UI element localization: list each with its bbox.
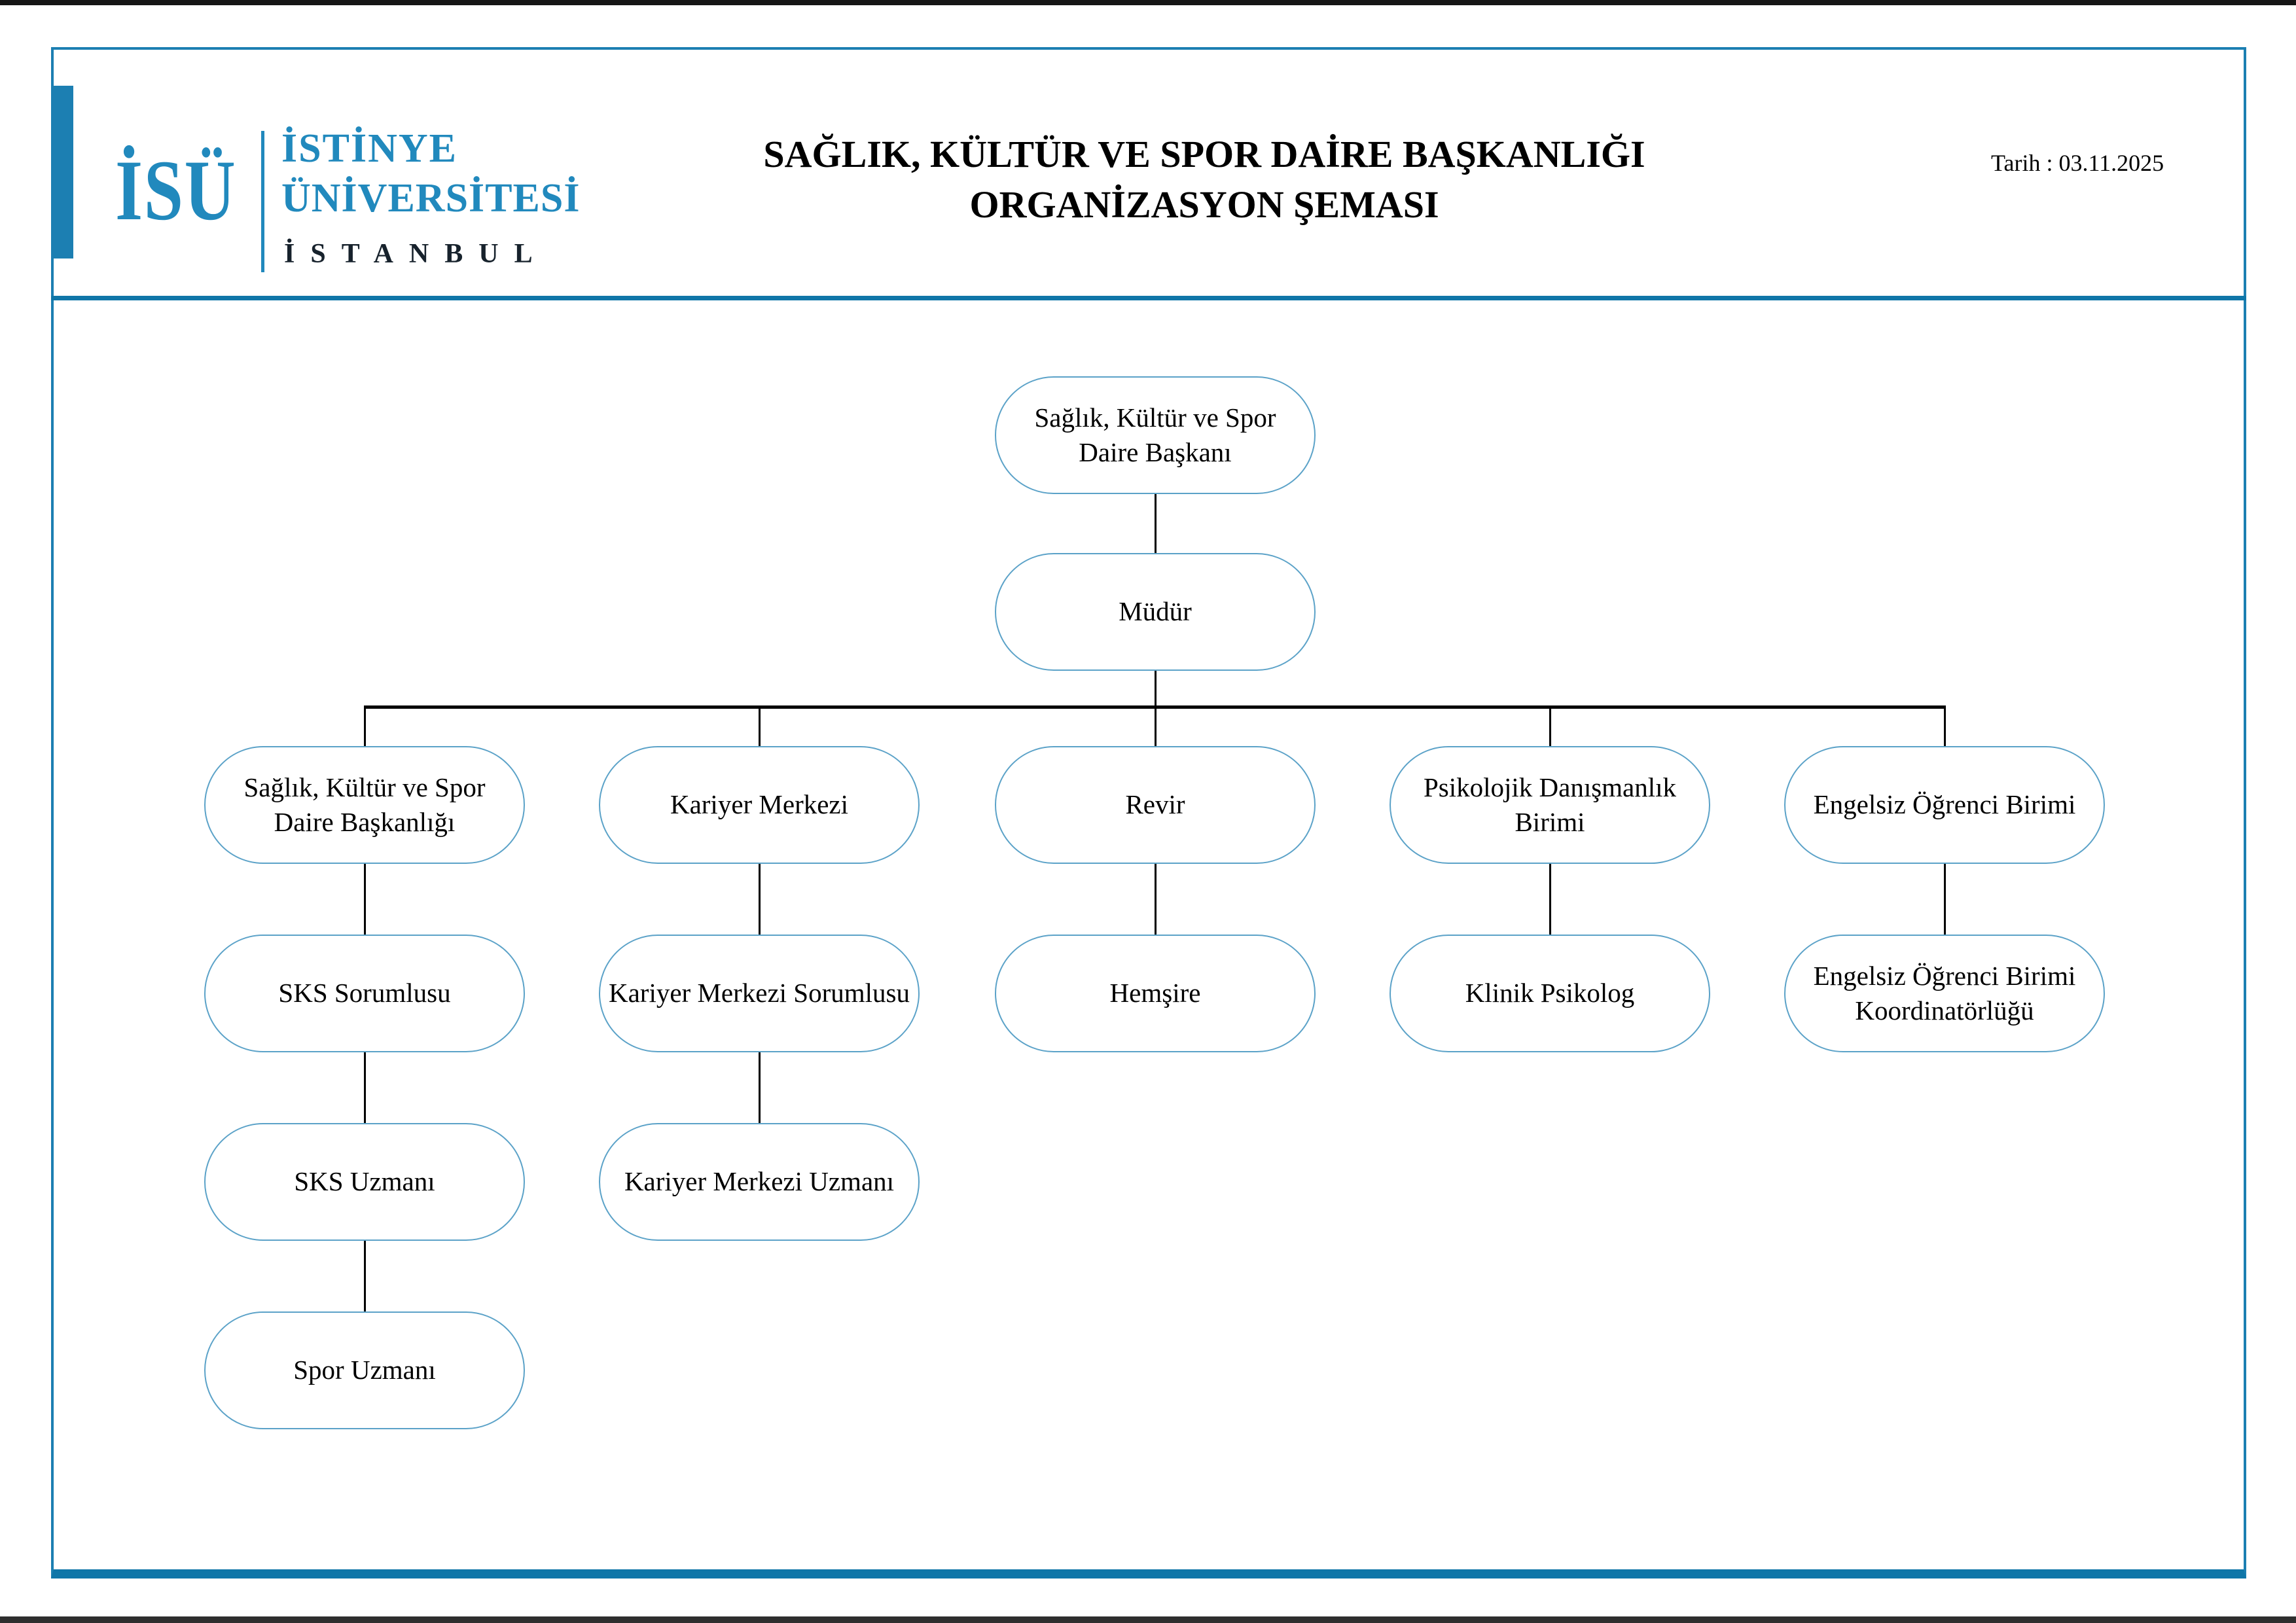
connector-line — [1943, 864, 1946, 935]
connector-line — [758, 864, 761, 935]
org-node-sks-sorumlusu: SKS Sorumlusu — [204, 935, 525, 1052]
connector-line — [758, 1052, 761, 1123]
date-label: Tarih : 03.11.2025 — [1991, 150, 2164, 176]
org-node-revir: Revir — [995, 746, 1316, 864]
logo-name-line1: İSTİNYE — [281, 126, 457, 171]
connector-line — [1154, 864, 1157, 935]
connector-line — [758, 709, 761, 746]
org-node-kariyer-merkezi-uzmani: Kariyer Merkezi Uzmanı — [599, 1123, 920, 1241]
logo-acronym: İSÜ — [115, 142, 237, 238]
header-divider-line — [51, 296, 2246, 300]
connector-line — [1154, 671, 1157, 705]
org-node-kariyer-merkezi: Kariyer Merkezi — [599, 746, 920, 864]
connector-line — [1549, 709, 1551, 746]
connector-line — [363, 709, 366, 746]
connector-line — [1943, 709, 1946, 746]
connector-line — [363, 1052, 366, 1123]
org-node-baskan: Sağlık, Kültür ve Spor Daire Başkanı — [995, 376, 1316, 494]
logo-accent-bar — [51, 86, 73, 259]
window-edge-top — [0, 0, 2296, 5]
connector-bus-line — [363, 705, 1946, 709]
connector-line — [1154, 709, 1157, 746]
page-title: SAĞLIK, KÜLTÜR VE SPOR DAİRE BAŞKANLIĞI … — [668, 130, 1741, 230]
org-node-hemsire: Hemşire — [995, 935, 1316, 1052]
org-node-engelsiz-ogrenci-birimi-koordinatorlugu: Engelsiz Öğrenci Birimi Koordinatörlüğü — [1784, 935, 2105, 1052]
logo-name-line2: ÜNİVERSİTESİ — [281, 176, 581, 221]
org-node-engelsiz-ogrenci-birimi: Engelsiz Öğrenci Birimi — [1784, 746, 2105, 864]
page-title-line2: ORGANİZASYON ŞEMASI — [969, 183, 1439, 226]
org-node-psikolojik-danismanlik-birimi: Psikolojik Danışmanlık Birimi — [1390, 746, 1710, 864]
org-node-sks-daire-baskanligi: Sağlık, Kültür ve Spor Daire Başkanlığı — [204, 746, 525, 864]
window-edge-bottom — [0, 1616, 2296, 1623]
connector-line — [363, 864, 366, 935]
connector-line — [363, 1241, 366, 1311]
org-node-sks-uzmani: SKS Uzmanı — [204, 1123, 525, 1241]
org-node-kariyer-merkezi-sorumlusu: Kariyer Merkezi Sorumlusu — [599, 935, 920, 1052]
org-node-mudur: Müdür — [995, 553, 1316, 671]
connector-line — [1549, 864, 1551, 935]
org-node-spor-uzmani: Spor Uzmanı — [204, 1311, 525, 1429]
page-title-line1: SAĞLIK, KÜLTÜR VE SPOR DAİRE BAŞKANLIĞI — [763, 133, 1645, 175]
connector-line — [1154, 494, 1157, 553]
org-node-klinik-psikolog: Klinik Psikolog — [1390, 935, 1710, 1052]
logo-city: İSTANBUL — [284, 239, 548, 269]
logo-divider — [261, 131, 264, 272]
